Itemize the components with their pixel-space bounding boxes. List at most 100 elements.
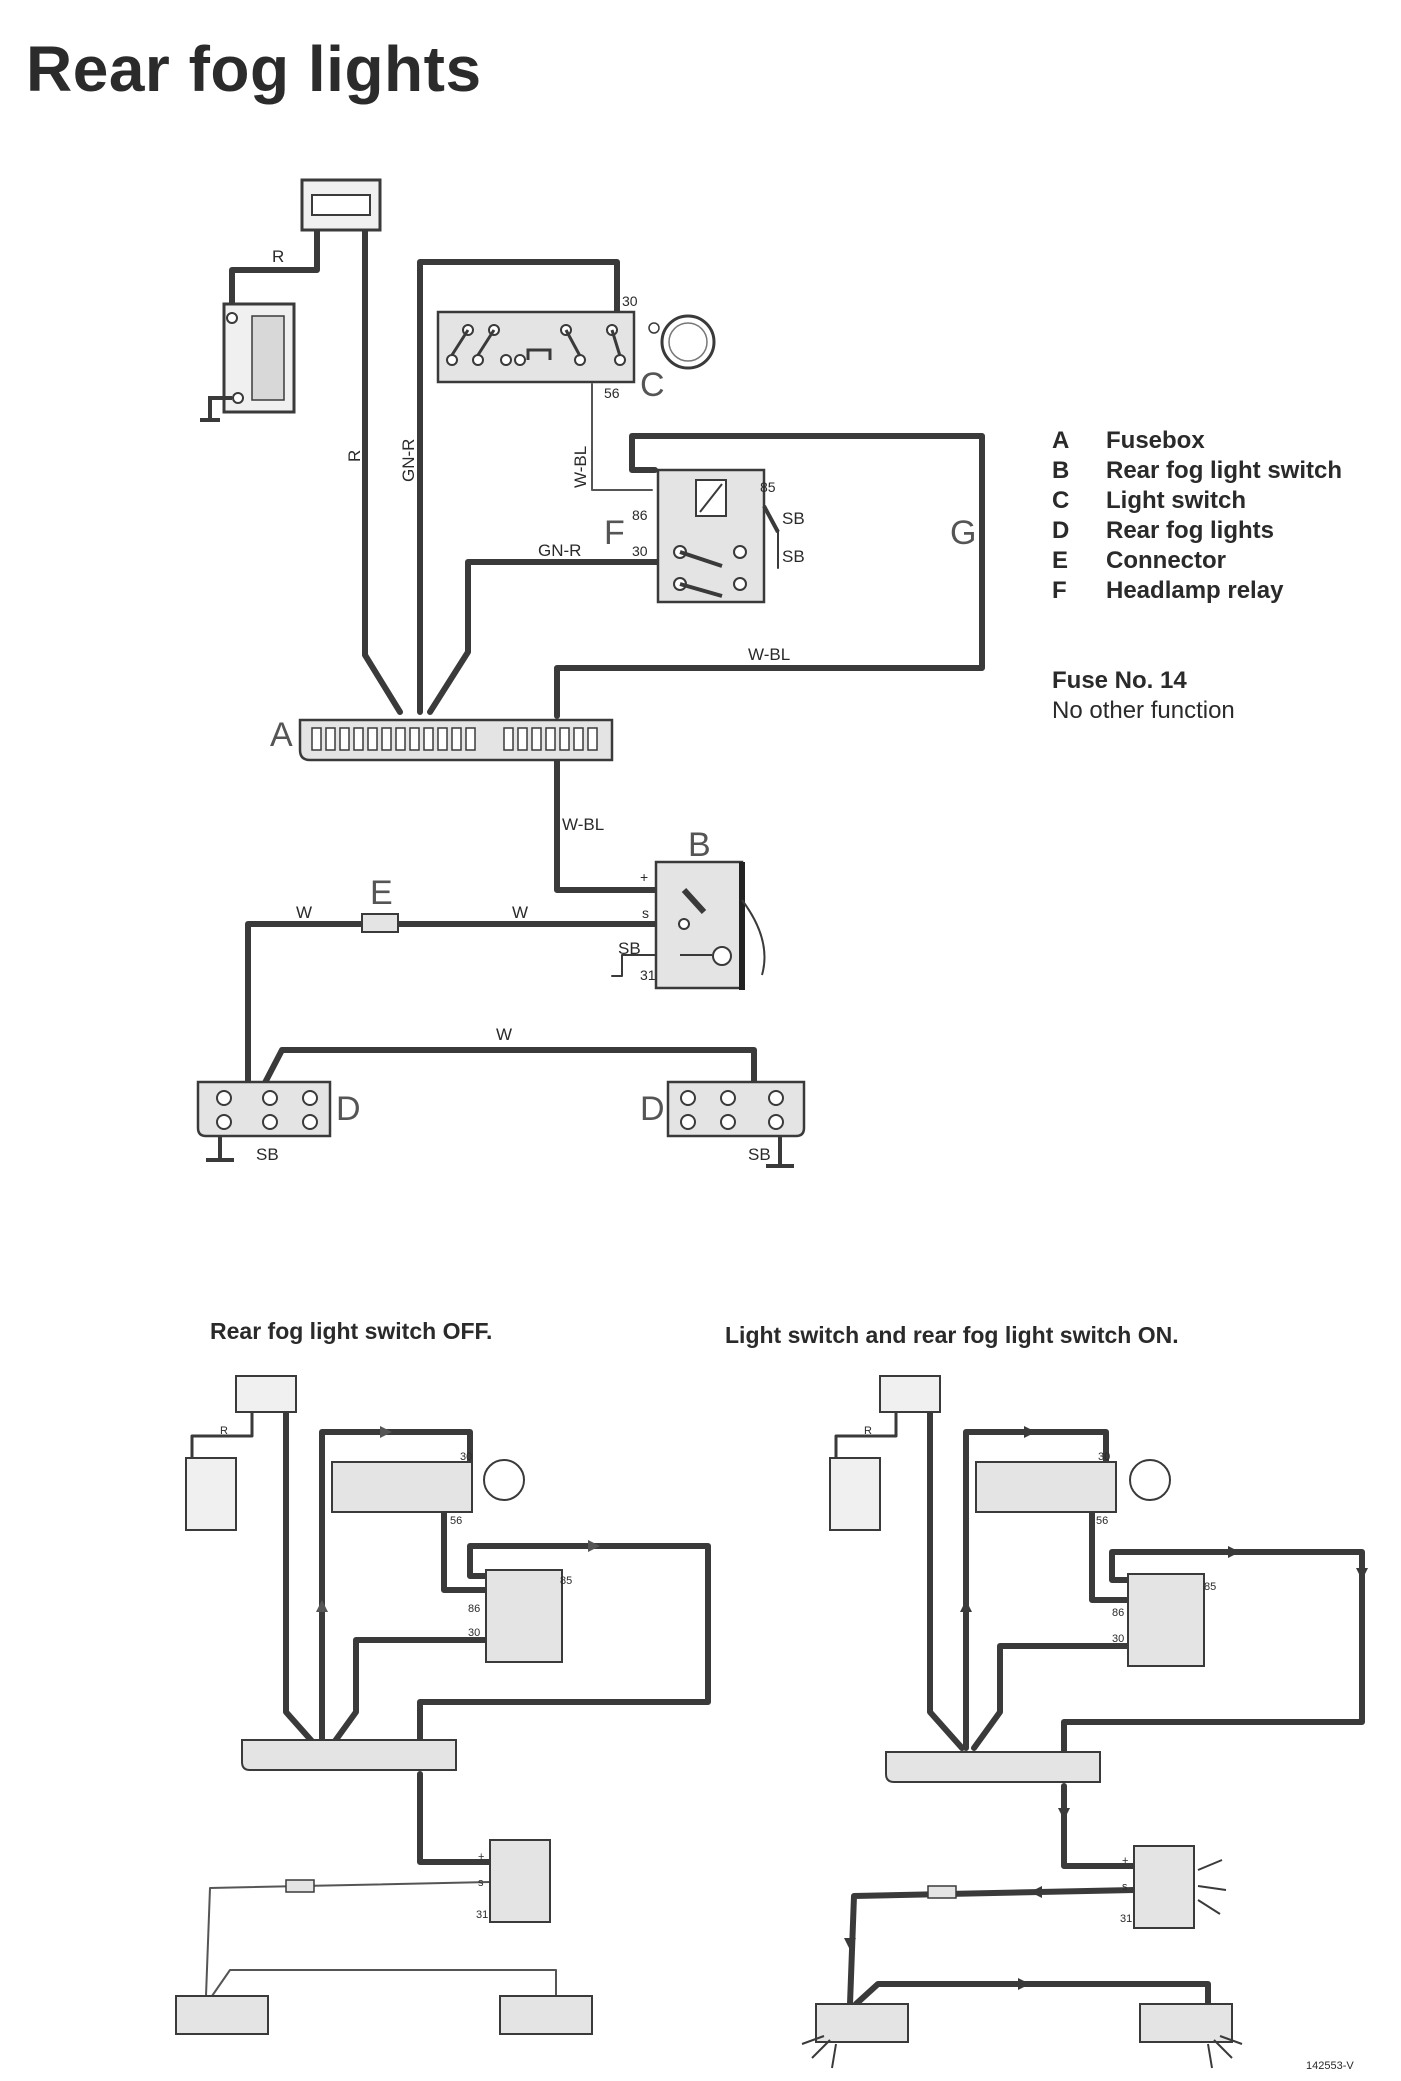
on-battery — [829, 1457, 881, 1531]
on-fog-light-right — [1139, 2003, 1233, 2043]
label-b: B — [688, 826, 711, 864]
battery — [200, 302, 296, 422]
off-fog-light-right — [499, 1995, 593, 2035]
on-fog-switch — [1133, 1845, 1195, 1929]
legend-label: Rear fog light switch — [1106, 457, 1343, 484]
wire-label-sb-relay-2: SB — [782, 547, 805, 566]
wire-label-r-top: R — [272, 247, 284, 266]
fuse-note: Fuse No. 14 No other function — [1052, 666, 1235, 726]
pin-label-30-c: 30 — [622, 293, 638, 309]
on-label-r: R — [864, 1425, 872, 1437]
off-fog-switch — [489, 1839, 551, 1923]
pin-label-s: s — [642, 905, 649, 921]
wire-label-sb-relay-1: SB — [782, 509, 805, 528]
legend-letter: A — [1052, 427, 1070, 454]
pin-label-31: 31 — [640, 967, 656, 983]
off-pin-s: s — [478, 1877, 484, 1889]
label-g: G — [950, 514, 976, 552]
off-light-switch — [331, 1461, 473, 1513]
pin-label-85: 85 — [760, 479, 776, 495]
legend-label: Headlamp relay — [1106, 577, 1284, 604]
on-wire-battery — [834, 1410, 898, 1464]
on-light-switch — [975, 1461, 1117, 1513]
on-pin-30-c: 30 — [1098, 1451, 1110, 1463]
label-d-right: D — [640, 1090, 665, 1128]
caption-switch-off: Rear fog light switch OFF. — [210, 1318, 493, 1344]
off-fog-light-left — [175, 1995, 269, 2035]
off-light-knob — [483, 1459, 525, 1501]
wire-label-w-left: W — [296, 903, 312, 922]
pin-label-56: 56 — [604, 385, 620, 401]
off-relay — [485, 1569, 563, 1663]
legend-letter: E — [1052, 547, 1069, 574]
fuse-note-title: Fuse No. 14 — [1052, 667, 1187, 694]
wire-w-bl-c-to-f — [591, 383, 653, 491]
page-title: Rear fog lights — [26, 33, 482, 105]
wire-gn-r-to-c — [417, 259, 620, 715]
pin-label-30-f: 30 — [632, 543, 648, 559]
wire-label-w-bl-g: W-BL — [748, 645, 790, 664]
wire-label-w-bl-vertical: W-BL — [571, 446, 590, 488]
wire-w-e-connector — [245, 921, 658, 1103]
legend-item-f: F Headlamp relay — [1052, 576, 1342, 606]
label-e: E — [370, 874, 393, 912]
legend-letter: C — [1052, 487, 1070, 514]
fusebox-a — [298, 718, 614, 762]
wire-label-w-bl-b: W-BL — [562, 815, 604, 834]
off-pin-85: 85 — [560, 1575, 572, 1587]
wire-label-sb-right: SB — [748, 1145, 771, 1164]
off-label-r: R — [220, 1425, 228, 1437]
off-junction — [235, 1375, 297, 1413]
legend-letter: F — [1052, 577, 1067, 604]
rear-fog-light-left — [196, 1080, 332, 1162]
main-diagram: A B C D D E F G R R GN-R GN-R W-BL W-BL … — [196, 178, 985, 1168]
diagram-switch-off: R 30 56 85 86 30 + s 31 — [175, 1375, 711, 2035]
diagram-switch-on: R 30 56 85 86 30 + s 31 — [801, 1375, 1368, 2069]
wire-label-gn-r: GN-R — [538, 541, 581, 560]
legend-label: Fusebox — [1106, 427, 1205, 454]
on-wire-gn-r-f — [971, 1643, 1133, 1751]
rear-fog-light-right — [666, 1080, 806, 1168]
headlamp-relay-f — [656, 468, 780, 604]
pin-label-86: 86 — [632, 507, 648, 523]
light-switch-c — [436, 310, 716, 384]
on-pin-56: 56 — [1096, 1515, 1108, 1527]
rear-fog-switch-b — [654, 860, 766, 990]
connector-e — [361, 913, 399, 933]
off-pin-56: 56 — [450, 1515, 462, 1527]
label-a: A — [270, 716, 293, 754]
off-wire-w — [205, 1881, 557, 1997]
on-pin-s: s — [1122, 1881, 1128, 1893]
on-wire-g — [1061, 1549, 1365, 1759]
wire-label-w-bottom: W — [496, 1025, 512, 1044]
on-fusebox — [885, 1751, 1101, 1783]
legend-label: Rear fog lights — [1106, 517, 1275, 544]
wire-label-gn-r-vertical: GN-R — [399, 439, 418, 482]
off-wire-gn-r-f — [327, 1637, 491, 1751]
wire-sb-switch — [611, 954, 666, 977]
on-pin-85: 85 — [1204, 1581, 1216, 1593]
on-pin-30-f: 30 — [1112, 1633, 1124, 1645]
wire-w-bl-to-b — [554, 757, 658, 893]
on-connector — [927, 1885, 957, 1899]
off-pin-plus: + — [478, 1851, 484, 1863]
on-pin-86: 86 — [1112, 1607, 1124, 1619]
on-pin-31: 31 — [1120, 1913, 1132, 1925]
legend-item-a: A Fusebox — [1052, 426, 1342, 456]
label-c: C — [640, 366, 665, 404]
off-pin-31: 31 — [476, 1909, 488, 1921]
off-connector — [285, 1879, 315, 1893]
off-pin-30-f: 30 — [468, 1627, 480, 1639]
on-wire-w-bl-b — [1061, 1783, 1137, 1869]
wire-label-r: R — [345, 450, 364, 462]
pin-label-plus: + — [640, 869, 648, 885]
wire-gn-r-to-f — [427, 559, 671, 715]
reference-number: 142553-V — [1306, 2060, 1354, 2072]
off-fusebox — [241, 1739, 457, 1771]
off-wire-r — [283, 1409, 321, 1751]
junction-block-top — [300, 178, 382, 232]
